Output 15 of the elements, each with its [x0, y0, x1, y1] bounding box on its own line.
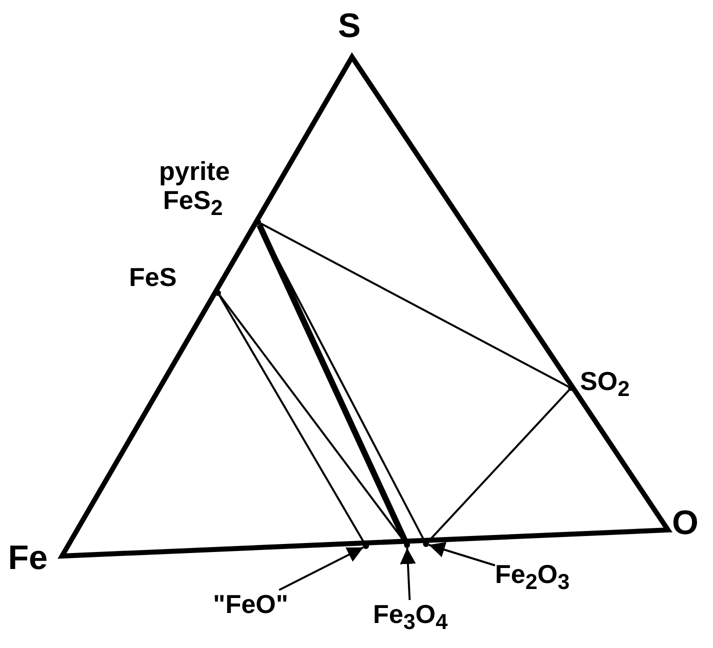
vertex-label: Fe [8, 540, 48, 578]
leader-arrow [428, 542, 496, 566]
vertex-label: O [672, 505, 698, 542]
phase-label: Fe$_{3}$O$_{4}$ [373, 600, 448, 634]
tie-line [260, 222, 569, 388]
phase-label: FeS [129, 263, 177, 292]
leader-arrow [278, 546, 364, 591]
phase-label: Fe$_{2}$O$_{3}$ [495, 560, 570, 594]
phase-label: SO$_{2}$ [580, 367, 630, 402]
tie-line [218, 295, 366, 544]
phase-label: "FeO" [213, 590, 288, 619]
phase-label: FeS$_{2}$ [163, 186, 223, 220]
leader-arrow [400, 548, 416, 600]
vertex-label: S [338, 8, 361, 46]
phase-label: pyrite [159, 157, 230, 186]
